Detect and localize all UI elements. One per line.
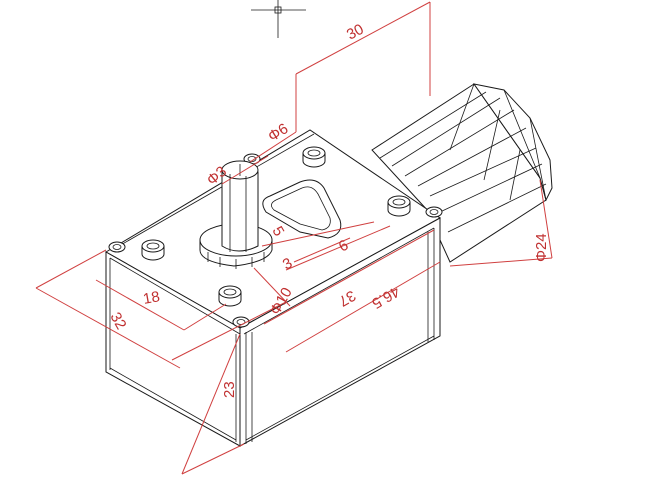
corner-screws [108, 153, 443, 328]
output-shaft [199, 160, 273, 269]
dim-phi24: Φ24 [533, 233, 550, 262]
mounting-bosses [141, 146, 411, 307]
motor-body [371, 83, 553, 263]
crosshair-cursor [251, 0, 306, 38]
dim-23: 23 [221, 381, 238, 398]
slot-feature [262, 179, 342, 239]
dim-phi6: Φ6 [265, 120, 291, 145]
dim-30: 30 [344, 21, 367, 44]
dim-37: 37 [336, 287, 359, 310]
gearbox-body [105, 129, 441, 447]
dim-18: 18 [142, 288, 161, 308]
dimension-lines [35, 1, 553, 475]
dim-32: 32 [107, 310, 130, 333]
